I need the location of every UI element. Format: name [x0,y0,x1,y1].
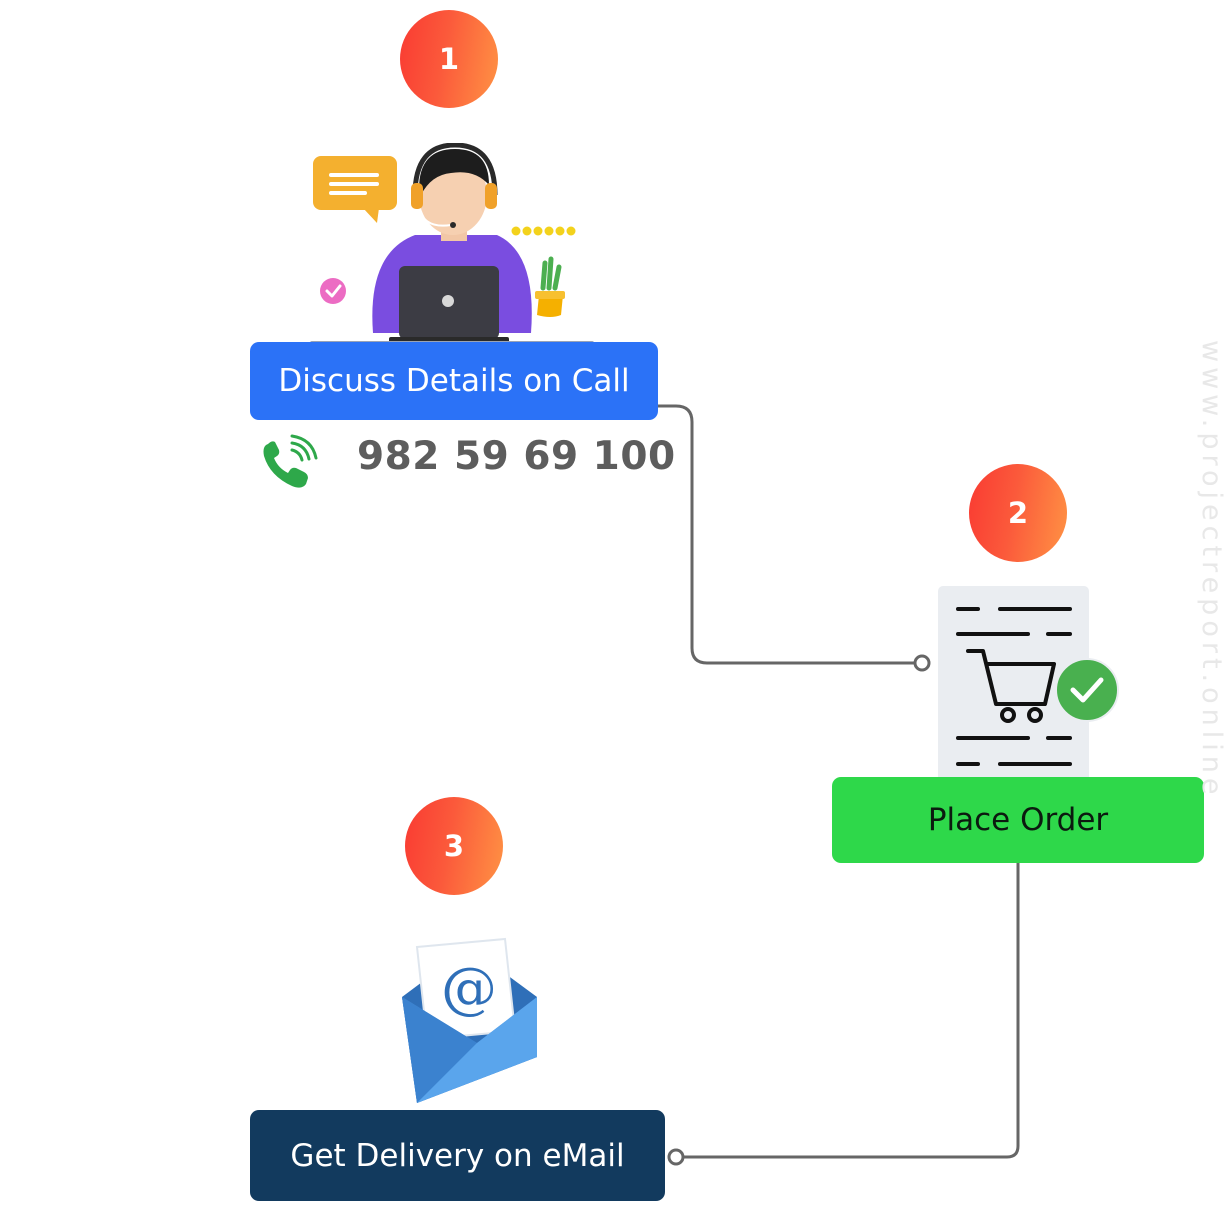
step-1-discuss-call: Discuss Details on Call [250,342,658,420]
check-circle-icon [1055,658,1119,722]
plant-icon [535,256,565,317]
svg-text:@: @ [441,956,497,1021]
chat-bubble-icon [313,156,397,223]
phone-number[interactable]: 982 59 69 100 [357,434,676,479]
order-document-illustration [938,586,1119,791]
document-lines [956,607,1072,766]
rating-stars-icon [511,226,576,236]
headset-icon [412,143,498,196]
support-agent-illustration [310,143,594,348]
step-2-label: Place Order [927,802,1109,838]
phone-ringing-icon [263,434,318,488]
step-3-badge: 3 [405,797,503,895]
connector-order-to-delivery [684,863,1020,1159]
step-2-place-order: Place Order [832,777,1204,863]
email-envelope-icon: @ [402,937,537,1103]
check-badge-icon [320,278,346,304]
step-1-badge: 1 [400,10,498,108]
connector-call-to-order [658,404,914,665]
step-2-badge: 2 [969,464,1067,562]
shopping-cart-icon [966,649,1056,723]
step-3-label: Get Delivery on eMail [290,1137,625,1174]
step-3-email-delivery: Get Delivery on eMail [250,1110,665,1201]
connector-dot-order [913,654,931,672]
connector-dot-delivery [667,1148,685,1166]
watermark-text: www.projectreport.online [1196,340,1227,800]
step-1-label: Discuss Details on Call [278,363,630,399]
